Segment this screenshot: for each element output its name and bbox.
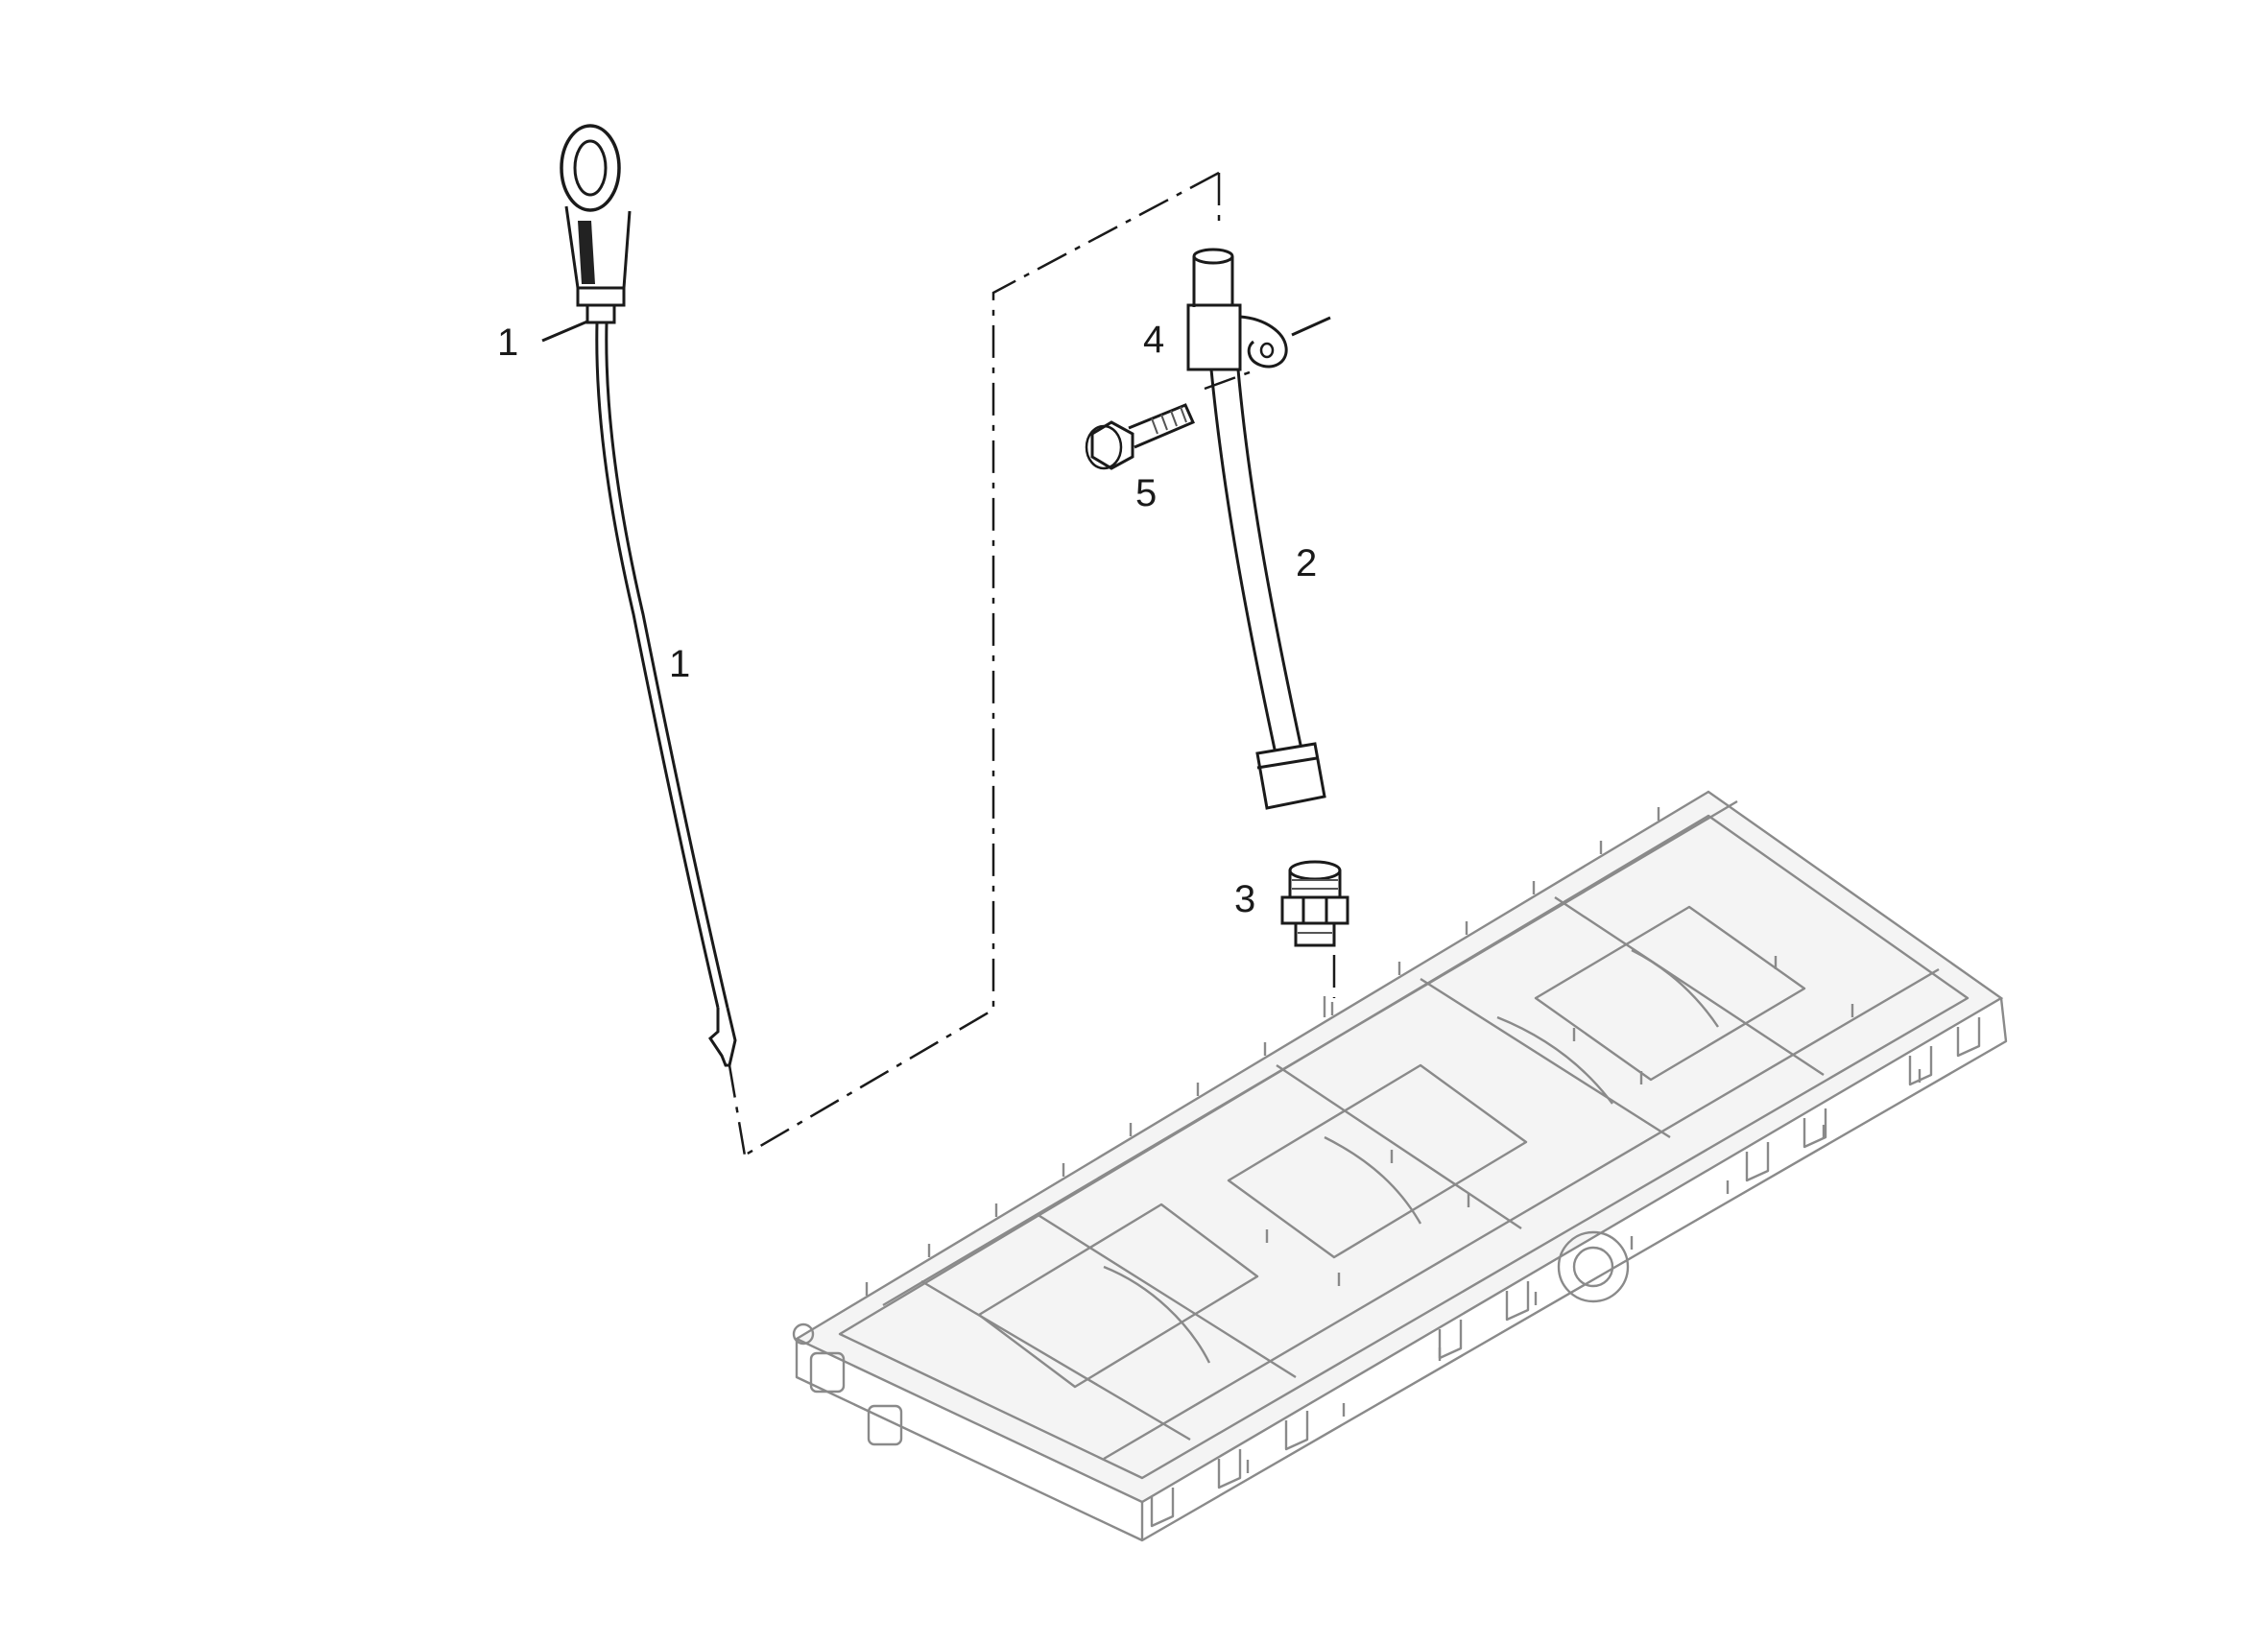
dipstick xyxy=(560,124,737,1067)
leader-line-1 xyxy=(541,320,588,343)
callout-5: 5 xyxy=(1135,472,1157,514)
callout-3: 3 xyxy=(1234,878,1255,920)
callout-1-mid: 1 xyxy=(669,643,690,685)
assembly-dash-line xyxy=(744,171,1221,1161)
adapter-fitting xyxy=(1280,860,1349,947)
flange-bolt xyxy=(1085,403,1195,470)
bolt-axis-line xyxy=(1204,368,1258,391)
callout-1-top: 1 xyxy=(497,322,518,364)
leader-line-4 xyxy=(1291,316,1331,337)
callout-2: 2 xyxy=(1296,542,1317,584)
callout-4: 4 xyxy=(1143,319,1164,361)
dipstick-guide-tube xyxy=(1186,248,1326,810)
assembly-dash-line-tip xyxy=(728,1064,748,1162)
clip xyxy=(1239,315,1288,369)
oil-pan xyxy=(792,790,2008,1542)
